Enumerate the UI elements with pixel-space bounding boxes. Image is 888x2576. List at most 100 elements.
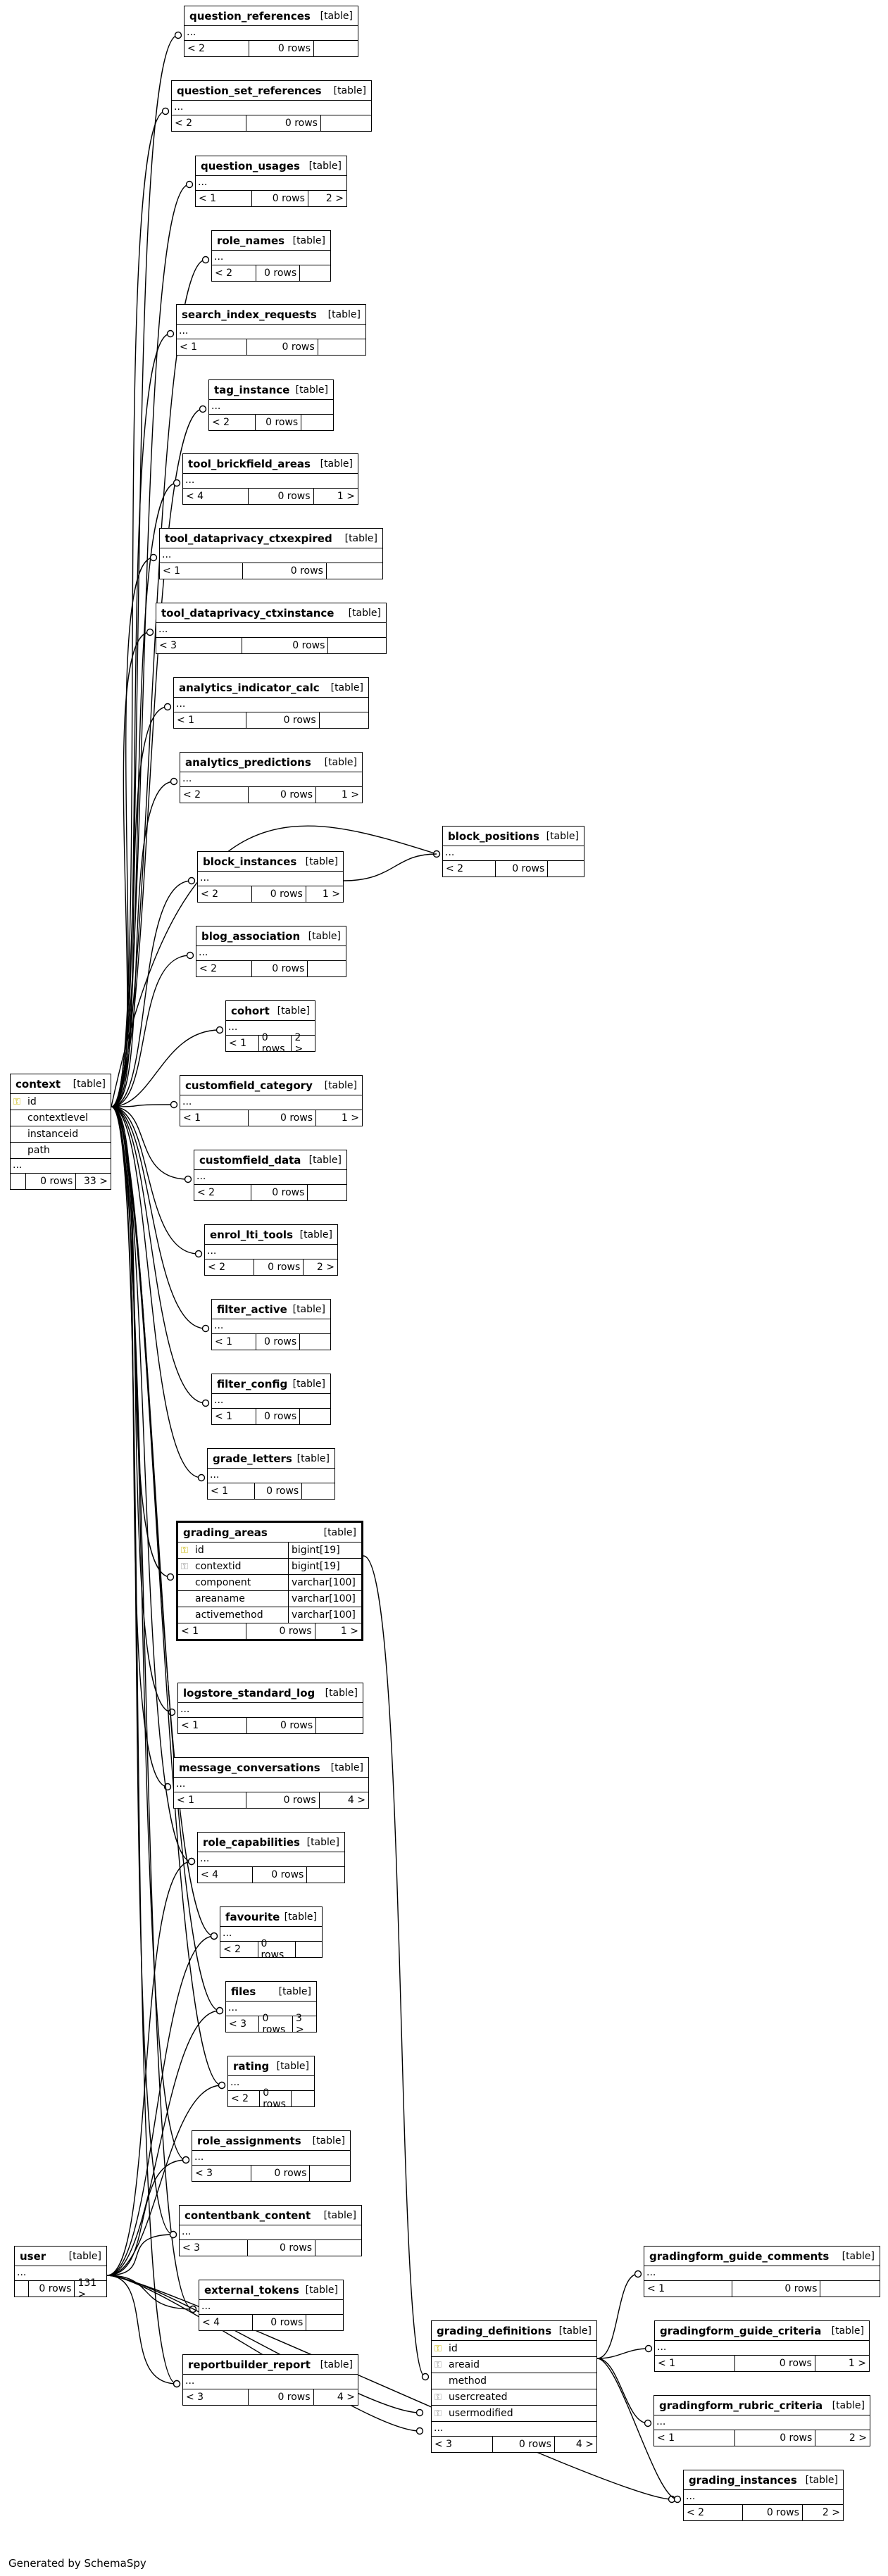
parents-count[interactable]: < 2 xyxy=(172,115,246,131)
children-count[interactable] xyxy=(302,1483,334,1499)
parents-count[interactable]: < 3 xyxy=(156,638,243,653)
parents-count[interactable]: < 2 xyxy=(198,886,252,902)
children-count[interactable] xyxy=(820,2281,880,2297)
parents-count[interactable]: < 1 xyxy=(644,2281,733,2297)
parents-count[interactable]: < 1 xyxy=(174,712,247,728)
parents-count[interactable]: < 1 xyxy=(226,1036,259,1051)
column-usermodified[interactable]: ⚿usermodified xyxy=(432,2406,596,2422)
parents-count[interactable]: < 1 xyxy=(174,1792,247,1808)
column-id[interactable]: ⚿id xyxy=(11,1094,111,1110)
parents-count[interactable]: < 4 xyxy=(198,1867,253,1883)
parents-count[interactable]: < 1 xyxy=(654,2430,735,2446)
children-count[interactable]: 2 > xyxy=(822,2507,840,2518)
children-count[interactable] xyxy=(296,1942,322,1957)
children-count[interactable]: 33 > xyxy=(84,1176,108,1187)
children-count[interactable]: 2 > xyxy=(325,193,344,204)
parents-count[interactable]: < 2 xyxy=(194,1185,251,1200)
children-count[interactable] xyxy=(301,415,333,430)
children-count[interactable]: 2 > xyxy=(294,1032,304,1055)
children-count[interactable] xyxy=(327,563,382,579)
children-count[interactable]: 1 > xyxy=(322,888,340,900)
children-count[interactable] xyxy=(328,638,386,653)
parents-count[interactable]: < 2 xyxy=(205,1259,255,1275)
parents-count[interactable]: < 1 xyxy=(655,2356,735,2371)
column-id[interactable]: ⚿id xyxy=(432,2341,596,2357)
children-count[interactable]: 1 > xyxy=(340,1626,358,1637)
parents-count[interactable]: < 1 xyxy=(160,563,244,579)
parents-count[interactable]: < 1 xyxy=(208,1483,256,1499)
children-count[interactable]: 1 > xyxy=(341,1112,359,1124)
table-grading_definitions[interactable]: grading_definitions[table] ⚿id ⚿areaid m… xyxy=(431,2320,597,2453)
children-count[interactable] xyxy=(310,2166,350,2181)
children-count[interactable]: 4 > xyxy=(347,1795,366,1806)
children-count[interactable] xyxy=(306,2315,343,2330)
parents-count[interactable]: < 1 xyxy=(212,1409,256,1424)
children-count[interactable]: 1 > xyxy=(337,491,356,502)
children-count[interactable] xyxy=(300,1409,330,1424)
children-count[interactable] xyxy=(314,41,358,56)
parents-count[interactable]: < 2 xyxy=(220,1942,258,1957)
children-count[interactable]: 4 > xyxy=(575,2439,594,2450)
children-count[interactable] xyxy=(308,1185,346,1200)
parents-count[interactable]: < 3 xyxy=(183,2389,249,2405)
children-count[interactable]: 2 > xyxy=(316,1262,334,1273)
children-count[interactable]: 3 > xyxy=(295,2013,304,2035)
children-count[interactable] xyxy=(300,265,330,281)
parents-count[interactable]: < 3 xyxy=(192,2166,251,2181)
children-count[interactable] xyxy=(316,1718,363,1733)
children-count[interactable] xyxy=(315,2240,361,2256)
parents-count[interactable]: < 2 xyxy=(180,787,249,803)
children-count[interactable] xyxy=(318,339,365,355)
parents-count[interactable]: < 1 xyxy=(177,339,248,355)
children-count[interactable]: 1 > xyxy=(848,2358,866,2369)
parents-count[interactable]: < 3 xyxy=(226,2016,260,2032)
column-usercreated[interactable]: ⚿usercreated xyxy=(432,2389,596,2406)
parents-count[interactable]: < 1 xyxy=(178,1718,248,1733)
column-instanceid[interactable]: instanceid xyxy=(11,1126,111,1143)
parents-count[interactable]: < 1 xyxy=(178,1623,247,1639)
parents-count[interactable]: < 2 xyxy=(443,861,496,877)
parents-count[interactable]: < 3 xyxy=(180,2240,248,2256)
children-count[interactable] xyxy=(307,1867,344,1883)
table-tool_dataprivacy_ctxinstance[interactable]: tool_dataprivacy_ctxinstance[table] ... … xyxy=(156,603,387,654)
children-count[interactable]: 2 > xyxy=(849,2432,867,2444)
column-areaid[interactable]: ⚿areaid xyxy=(432,2357,596,2373)
table-tool_dataprivacy_ctxexpired[interactable]: tool_dataprivacy_ctxexpired[table] ... <… xyxy=(159,528,383,579)
parents-count[interactable]: < 4 xyxy=(183,489,249,504)
parents-count[interactable]: < 4 xyxy=(199,2315,254,2330)
parents-count[interactable]: < 2 xyxy=(228,2091,261,2106)
children-count[interactable]: 131 > xyxy=(77,2277,97,2300)
table-gradingform_guide_criteria[interactable]: gradingform_guide_criteria[table] ... < … xyxy=(654,2320,870,2372)
children-count[interactable]: 1 > xyxy=(341,789,359,800)
children-count[interactable] xyxy=(308,961,346,976)
parents-count[interactable]: < 2 xyxy=(209,415,256,430)
children-count[interactable] xyxy=(321,115,371,131)
parents-count[interactable]: < 2 xyxy=(684,2505,744,2520)
